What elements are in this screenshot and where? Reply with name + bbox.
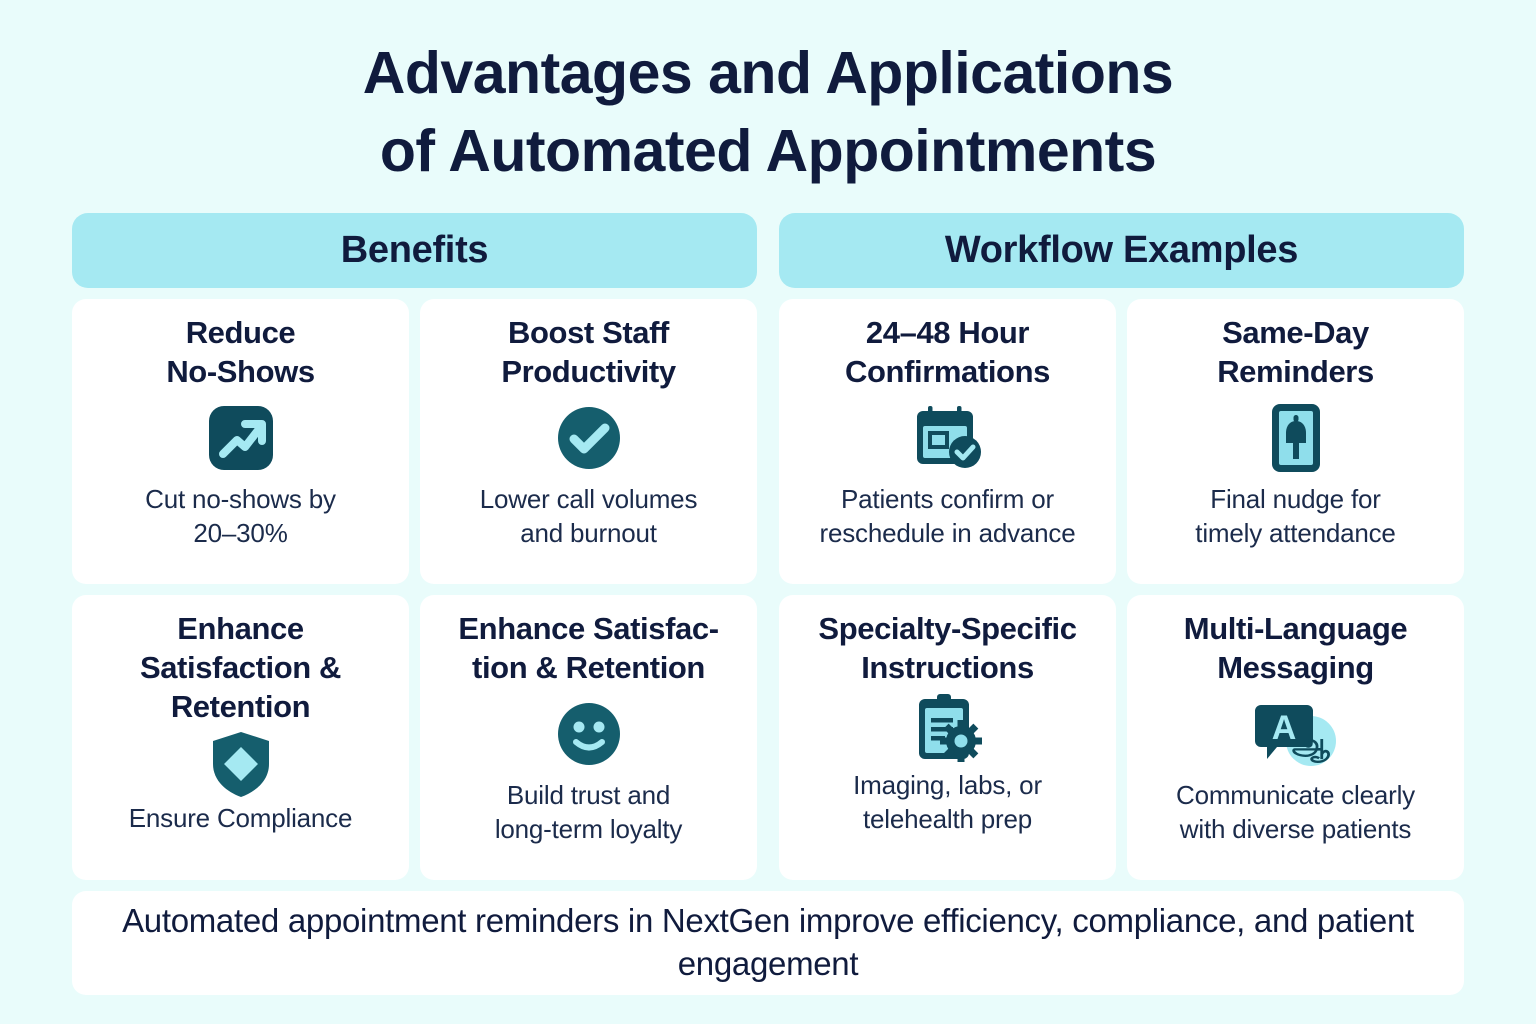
card-title: Enhance Satisfac- tion & Retention xyxy=(458,610,719,685)
card-title: Multi-Language Messaging xyxy=(1183,610,1408,685)
check-circle-icon xyxy=(553,399,625,477)
card-reduce-no-shows[interactable]: Reduce No-Shows Cut no-shows by 20–30% xyxy=(72,298,409,584)
card-24-48-hour-confirmations[interactable]: 24–48 Hour Confirmations Patients con xyxy=(779,298,1116,584)
card-enhance-satisfaction-retention-loyalty[interactable]: Enhance Satisfac- tion & Retention Build… xyxy=(420,594,757,880)
card-title: Specialty-Specific Instructions xyxy=(818,610,1077,685)
phone-bell-icon xyxy=(1266,399,1326,477)
column-header-benefits-label: Benefits xyxy=(340,228,489,271)
card-description: Final nudge for timely attendance xyxy=(1195,484,1396,548)
card-title: 24–48 Hour Confirmations xyxy=(845,314,1050,389)
card-description: Build trust and long-term loyalty xyxy=(494,780,683,844)
svg-text:A: A xyxy=(1271,709,1296,747)
card-boost-staff-productivity[interactable]: Boost Staff Productivity Lower call volu… xyxy=(420,298,757,584)
columns-container: Benefits Reduce No-Shows Cut no-shows by… xyxy=(0,191,1536,880)
column-header-benefits: Benefits xyxy=(72,212,757,288)
page-title-line-2: of Automated Appointments xyxy=(379,118,1157,185)
card-description: Lower call volumes and burnout xyxy=(479,484,698,548)
card-description: Communicate clearly with diverse patient… xyxy=(1176,780,1415,844)
column-header-workflow-examples: Workflow Examples xyxy=(779,212,1464,288)
column-header-workflow-examples-label: Workflow Examples xyxy=(944,228,1299,271)
card-description: Imaging, labs, or telehealth prep xyxy=(853,770,1042,834)
column-benefits: Benefits Reduce No-Shows Cut no-shows by… xyxy=(72,212,757,880)
card-description: Cut no-shows by 20–30% xyxy=(145,484,336,548)
calendar-check-icon xyxy=(910,399,986,477)
card-title: Reduce No-Shows xyxy=(166,314,315,389)
card-title: Enhance Satisfaction & Retention xyxy=(139,610,342,725)
page-title-line-1: Advantages and Applications xyxy=(362,40,1174,106)
card-multi-language-messaging[interactable]: Multi-Language Messaging A ஆ Communicate… xyxy=(1127,594,1464,880)
card-enhance-satisfaction-retention-compliance[interactable]: Enhance Satisfaction & Retention Ensure … xyxy=(72,594,409,880)
card-title: Same-Day Reminders xyxy=(1217,314,1374,389)
smiley-face-icon xyxy=(553,695,625,773)
svg-text:ஆ: ஆ xyxy=(1292,728,1331,763)
footer-banner: Automated appointment reminders in NextG… xyxy=(72,890,1464,995)
trending-up-icon xyxy=(205,399,277,477)
card-description: Patients confirm or reschedule in advanc… xyxy=(819,484,1076,548)
card-same-day-reminders[interactable]: Same-Day Reminders Final nudge for timel… xyxy=(1127,298,1464,584)
page-title: Advantages and Applications of Automated… xyxy=(0,0,1536,191)
shield-diamond-icon xyxy=(207,728,275,800)
translate-icon: A ஆ xyxy=(1253,695,1339,773)
card-description: Ensure Compliance xyxy=(128,803,353,834)
workflow-card-grid: 24–48 Hour Confirmations Patients con xyxy=(779,298,1464,880)
benefits-card-grid: Reduce No-Shows Cut no-shows by 20–30% B… xyxy=(72,298,757,880)
column-workflow-examples: Workflow Examples 24–48 Hour Confirmatio… xyxy=(779,212,1464,880)
card-title: Boost Staff Productivity xyxy=(501,314,676,389)
clipboard-gear-icon xyxy=(911,691,985,765)
footer-text: Automated appointment reminders in NextG… xyxy=(122,902,1414,982)
card-specialty-specific-instructions[interactable]: Specialty-Specific Instructions xyxy=(779,594,1116,880)
